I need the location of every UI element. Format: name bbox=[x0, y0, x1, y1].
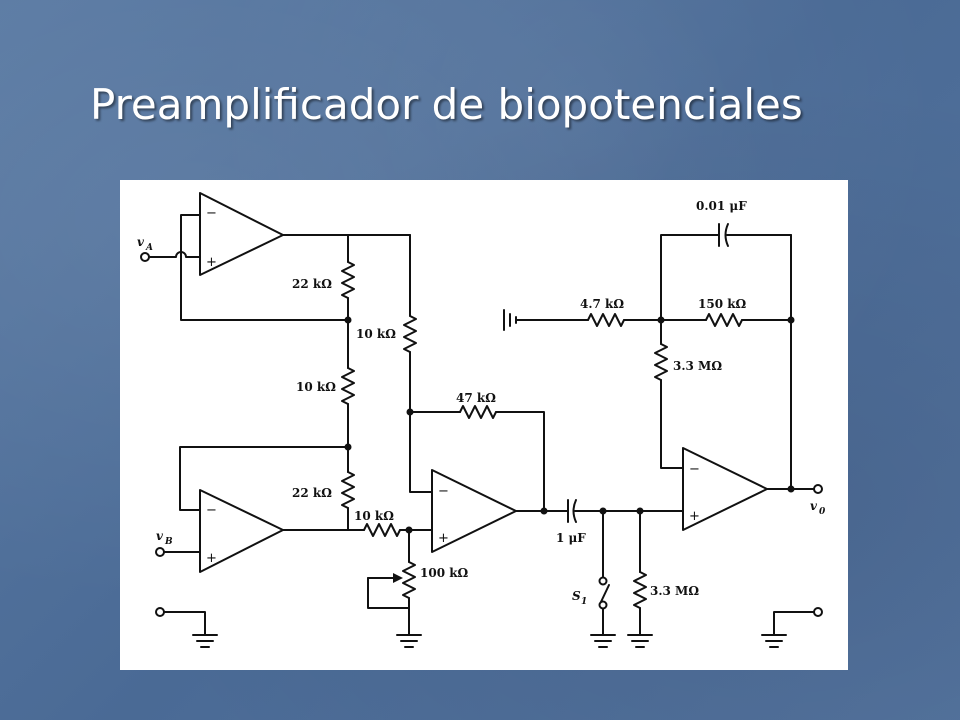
opamp-a1-minus: − bbox=[206, 206, 217, 221]
output-vo-symbol: v bbox=[810, 499, 818, 513]
ground-3m3 bbox=[627, 634, 653, 648]
opamp-a2: − + bbox=[199, 489, 284, 573]
resistor-22k-bottom-label: 22 kΩ bbox=[292, 486, 332, 500]
capacitor-0u01: 0.01 μF bbox=[696, 199, 747, 247]
capacitor-1uf-label: 1 μF bbox=[556, 531, 586, 545]
capacitor-0u01-label: 0.01 μF bbox=[696, 199, 747, 213]
opamp-a4-plus: + bbox=[689, 509, 700, 524]
opamp-a1-plus: + bbox=[206, 255, 217, 270]
ground-pot bbox=[396, 634, 422, 648]
resistor-47k-label: 47 kΩ bbox=[456, 391, 496, 405]
resistor-47k: 47 kΩ bbox=[456, 391, 497, 419]
resistor-3m3-ground: 3.3 MΩ bbox=[633, 571, 699, 609]
input-vb: v B bbox=[155, 529, 201, 557]
input-va-sub: A bbox=[145, 243, 153, 253]
opamp-a4: − + bbox=[682, 447, 768, 531]
potentiometer-100k-label: 100 kΩ bbox=[420, 566, 469, 580]
node-a2-feedback bbox=[344, 443, 352, 451]
node-a1-feedback bbox=[344, 316, 352, 324]
circuit-figure: − + v A − + v B 22 kΩ 10 kΩ 22 kΩ bbox=[120, 180, 848, 670]
input-va-symbol: v bbox=[137, 235, 145, 249]
switch-s1-symbol: S bbox=[572, 589, 581, 603]
resistor-22k-top: 22 kΩ bbox=[292, 261, 355, 299]
output-vo: v 0 bbox=[810, 484, 826, 517]
biopotential-preamp-schematic: − + v A − + v B 22 kΩ 10 kΩ 22 kΩ bbox=[137, 192, 826, 648]
resistor-150k: 150 kΩ bbox=[698, 297, 747, 327]
switch-s1[interactable]: S 1 bbox=[572, 510, 610, 636]
potentiometer-100k: 100 kΩ bbox=[367, 561, 469, 609]
opamp-a2-minus: − bbox=[206, 503, 217, 518]
resistor-150k-label: 150 kΩ bbox=[698, 297, 747, 311]
opamp-a1: − + bbox=[199, 192, 284, 276]
switch-s1-sub: 1 bbox=[581, 597, 587, 607]
opamp-a3-plus: + bbox=[438, 531, 449, 546]
input-va: v A bbox=[137, 235, 201, 262]
resistor-10k-in-label: 10 kΩ bbox=[354, 509, 394, 523]
capacitor-1uf: 1 μF bbox=[556, 499, 586, 545]
opamp-a3-minus: − bbox=[438, 484, 449, 499]
ground-terminal-right bbox=[761, 607, 823, 648]
opamp-a4-minus: − bbox=[689, 462, 700, 477]
opamp-a3: − + bbox=[431, 469, 517, 553]
ground-switch bbox=[590, 634, 616, 648]
input-vb-sub: B bbox=[164, 537, 173, 547]
output-vo-sub: 0 bbox=[819, 507, 826, 517]
resistor-3m3-ground-label: 3.3 MΩ bbox=[650, 584, 699, 598]
resistor-10k-right-label: 10 kΩ bbox=[356, 327, 396, 341]
resistor-10k-right: 10 kΩ bbox=[356, 315, 417, 353]
slide-title: Preamplificador de biopotenciales bbox=[90, 80, 803, 129]
resistor-22k-top-label: 22 kΩ bbox=[292, 277, 332, 291]
resistor-4k7: 4.7 kΩ bbox=[580, 297, 625, 327]
ground-terminal-left bbox=[155, 607, 218, 648]
resistor-10k-mid-label: 10 kΩ bbox=[296, 380, 336, 394]
opamp-a2-plus: + bbox=[206, 551, 217, 566]
input-vb-symbol: v bbox=[156, 529, 164, 543]
resistor-22k-bottom: 22 kΩ bbox=[292, 471, 355, 509]
resistor-4k7-label: 4.7 kΩ bbox=[580, 297, 624, 311]
resistor-10k-mid: 10 kΩ bbox=[296, 367, 355, 405]
resistor-10k-in: 10 kΩ bbox=[354, 509, 401, 537]
resistor-3m3-feedback: 3.3 MΩ bbox=[654, 343, 722, 381]
resistor-3m3-feedback-label: 3.3 MΩ bbox=[673, 359, 722, 373]
ground-4k7 bbox=[503, 309, 517, 331]
node-a3-output bbox=[540, 507, 548, 515]
